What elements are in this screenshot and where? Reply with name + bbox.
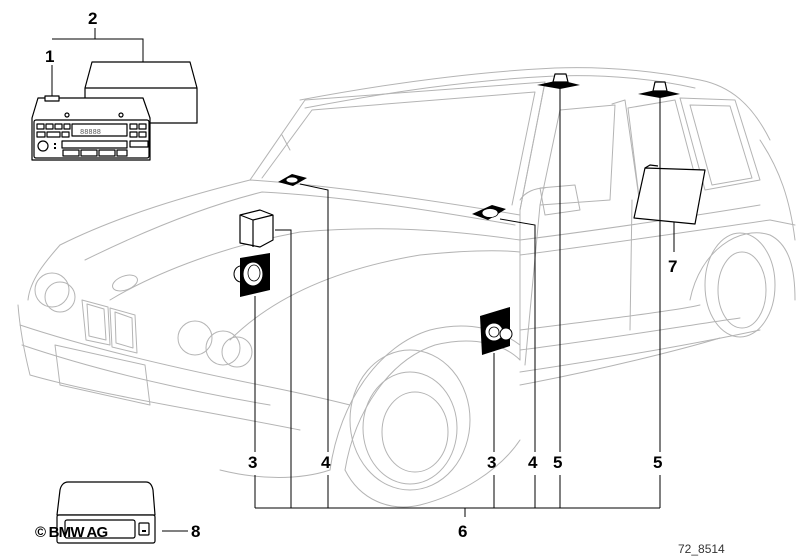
- callout-1[interactable]: 1: [45, 47, 54, 66]
- dashboard-tweeter-right[interactable]: [472, 205, 506, 220]
- radio-head-unit[interactable]: 88888: [31, 95, 151, 161]
- front-speaker-left[interactable]: [233, 253, 270, 297]
- radio-display-text: 88888: [80, 129, 101, 137]
- amplifier-unit[interactable]: [56, 481, 156, 544]
- callout-2[interactable]: 2: [88, 9, 97, 28]
- car-outline: [17, 67, 796, 508]
- leader-2: [52, 28, 144, 62]
- front-door-speaker[interactable]: [480, 307, 513, 355]
- roof-speaker-front[interactable]: [537, 73, 580, 89]
- leader-lines-group-6: [254, 87, 661, 517]
- callout-4-right[interactable]: 4: [528, 453, 538, 472]
- callout-7[interactable]: 7: [668, 257, 677, 276]
- copyright-text: © BMW AG: [35, 524, 108, 541]
- dashboard-tweeter-left[interactable]: [278, 174, 307, 186]
- crossover-box[interactable]: [239, 209, 274, 248]
- callout-6[interactable]: 6: [458, 522, 467, 541]
- callout-5-left[interactable]: 5: [553, 453, 562, 472]
- roof-speaker-rear[interactable]: [638, 81, 680, 98]
- rear-door-panel-module[interactable]: [633, 164, 706, 225]
- drawing-number: 72_8514: [678, 542, 725, 556]
- callout-3-right[interactable]: 3: [487, 453, 496, 472]
- callout-8[interactable]: 8: [191, 522, 200, 541]
- callout-5-right[interactable]: 5: [653, 453, 662, 472]
- callout-4-left[interactable]: 4: [321, 453, 331, 472]
- callout-3-left[interactable]: 3: [248, 453, 257, 472]
